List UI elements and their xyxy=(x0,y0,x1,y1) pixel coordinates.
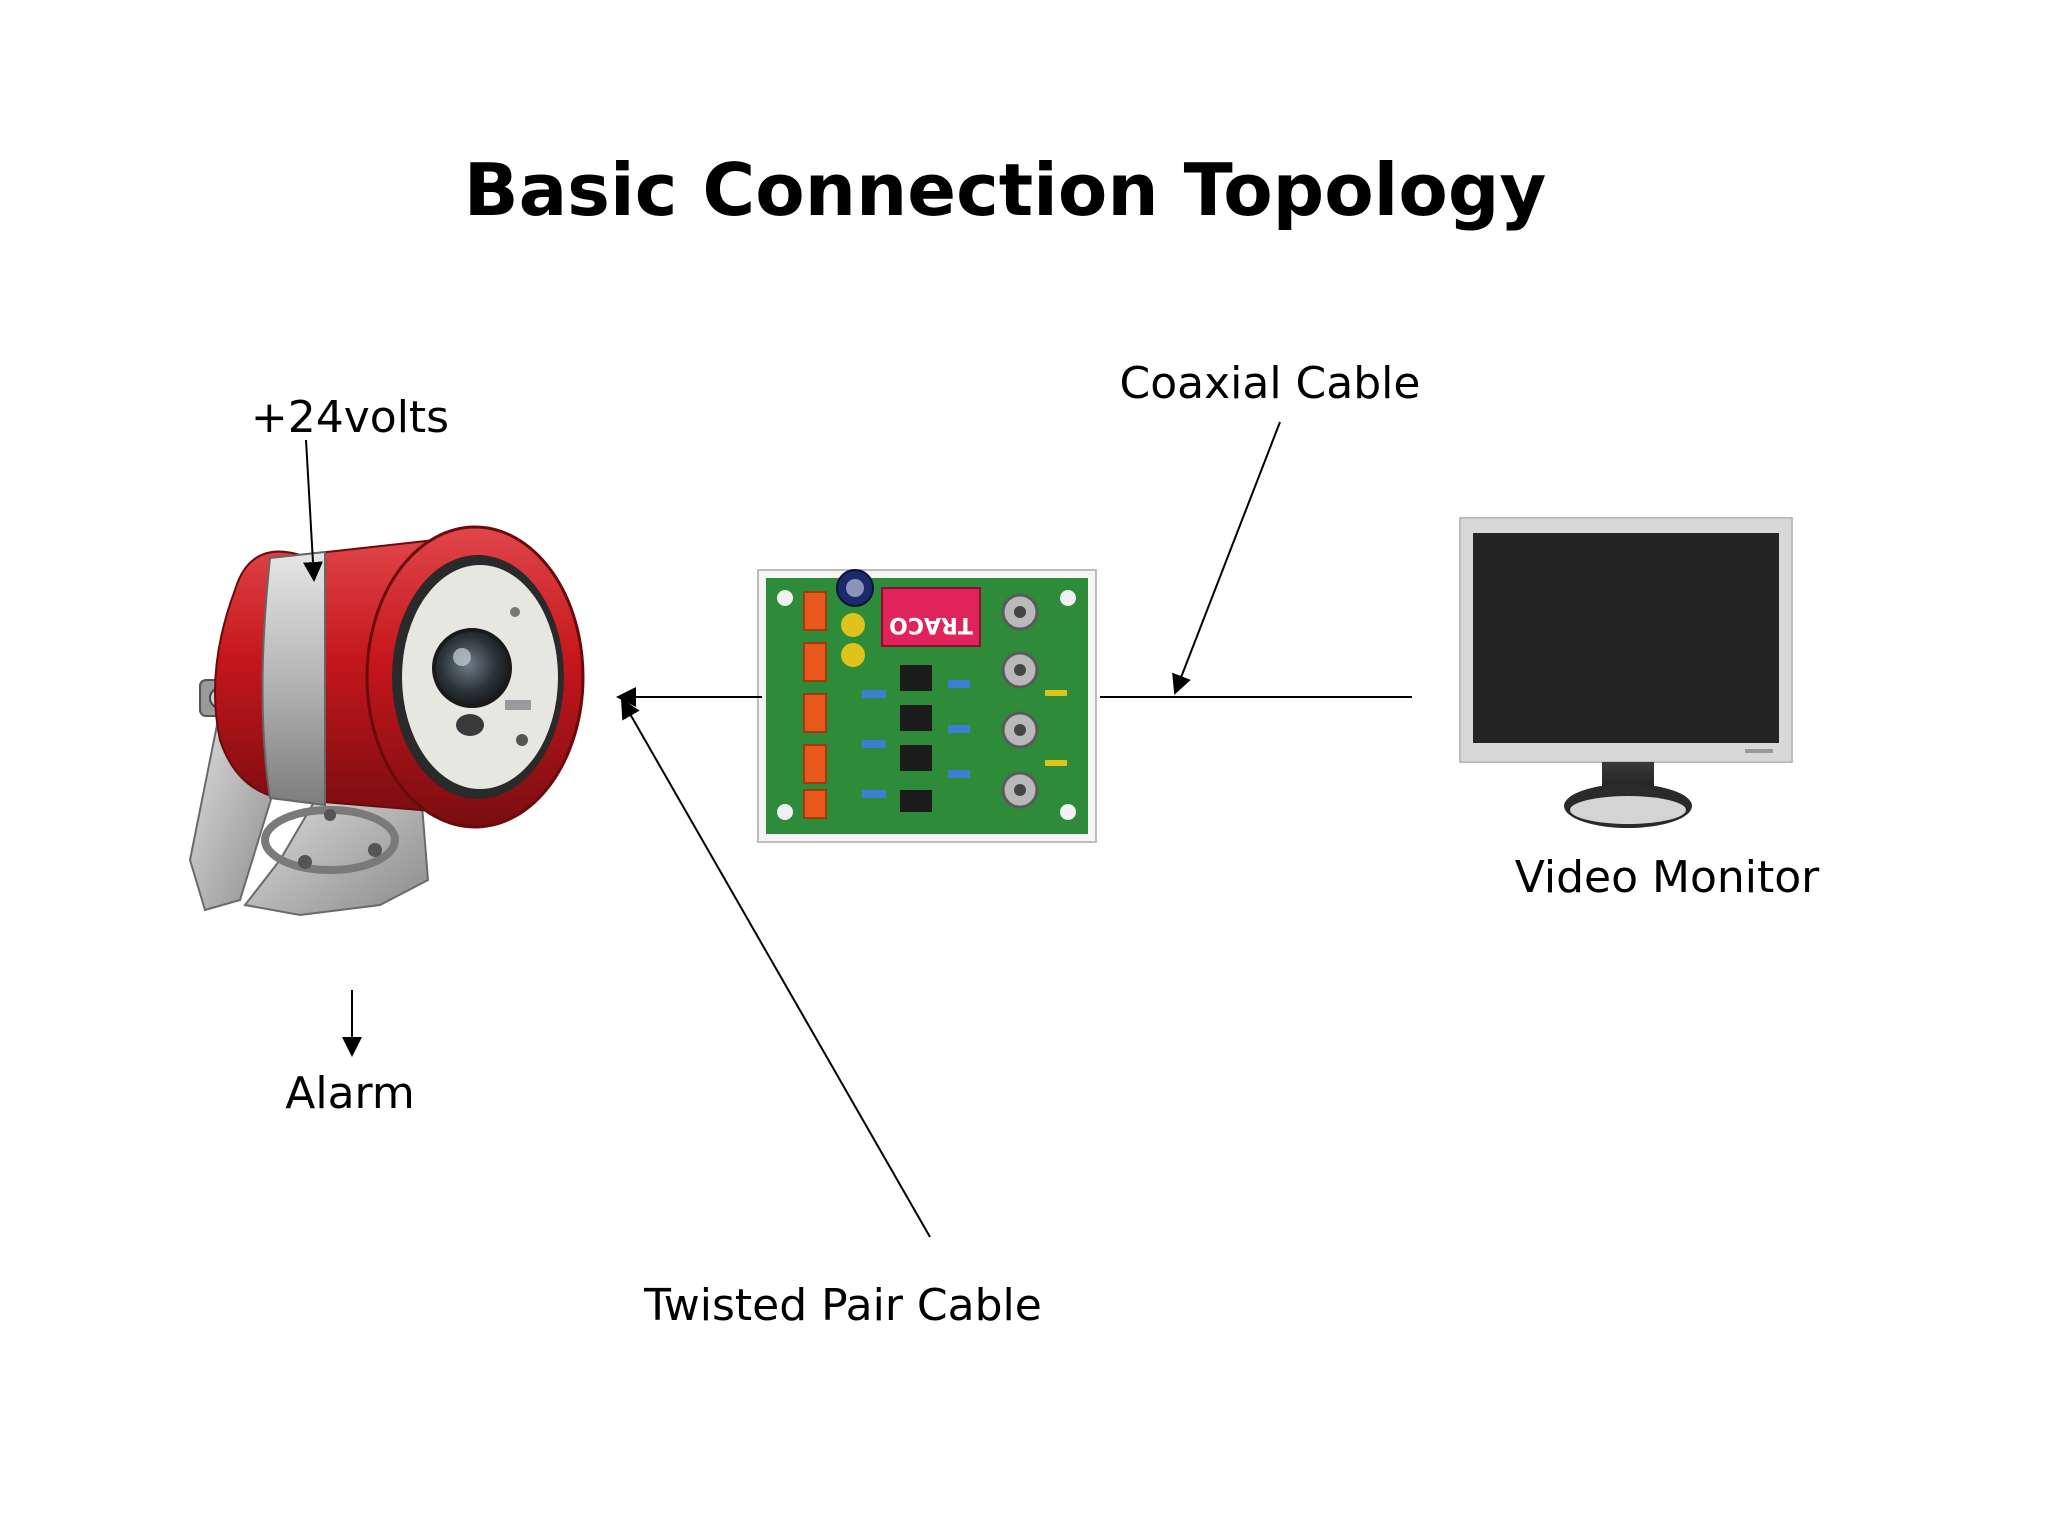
connections xyxy=(302,421,1412,1238)
twisted-pair-cable-label: Twisted Pair Cable xyxy=(643,1280,1042,1331)
coaxial-cable-label: Coaxial Cable xyxy=(1120,358,1421,409)
dc-converter-module xyxy=(881,587,981,647)
board-marking: TRACO xyxy=(889,612,973,637)
power-label: +24volts xyxy=(251,392,449,443)
camera-band xyxy=(261,550,326,807)
monitor-screen xyxy=(1473,533,1779,743)
twisted-pair-pointer-arrow xyxy=(621,698,931,1238)
video-monitor-label: Video Monitor xyxy=(1515,852,1820,903)
alarm-label: Alarm xyxy=(285,1068,414,1119)
video-monitor-illustration xyxy=(1459,517,1793,828)
camera-lens xyxy=(432,628,512,708)
camera-illustration xyxy=(188,525,585,917)
coaxial-pointer-arrow xyxy=(1172,421,1281,695)
bnc-connectors xyxy=(1001,593,1039,809)
power-pointer-arrow xyxy=(302,439,323,582)
circuit-board-illustration: TRACO xyxy=(757,569,1097,843)
diagram-title: Basic Connection Topology xyxy=(464,148,1547,232)
